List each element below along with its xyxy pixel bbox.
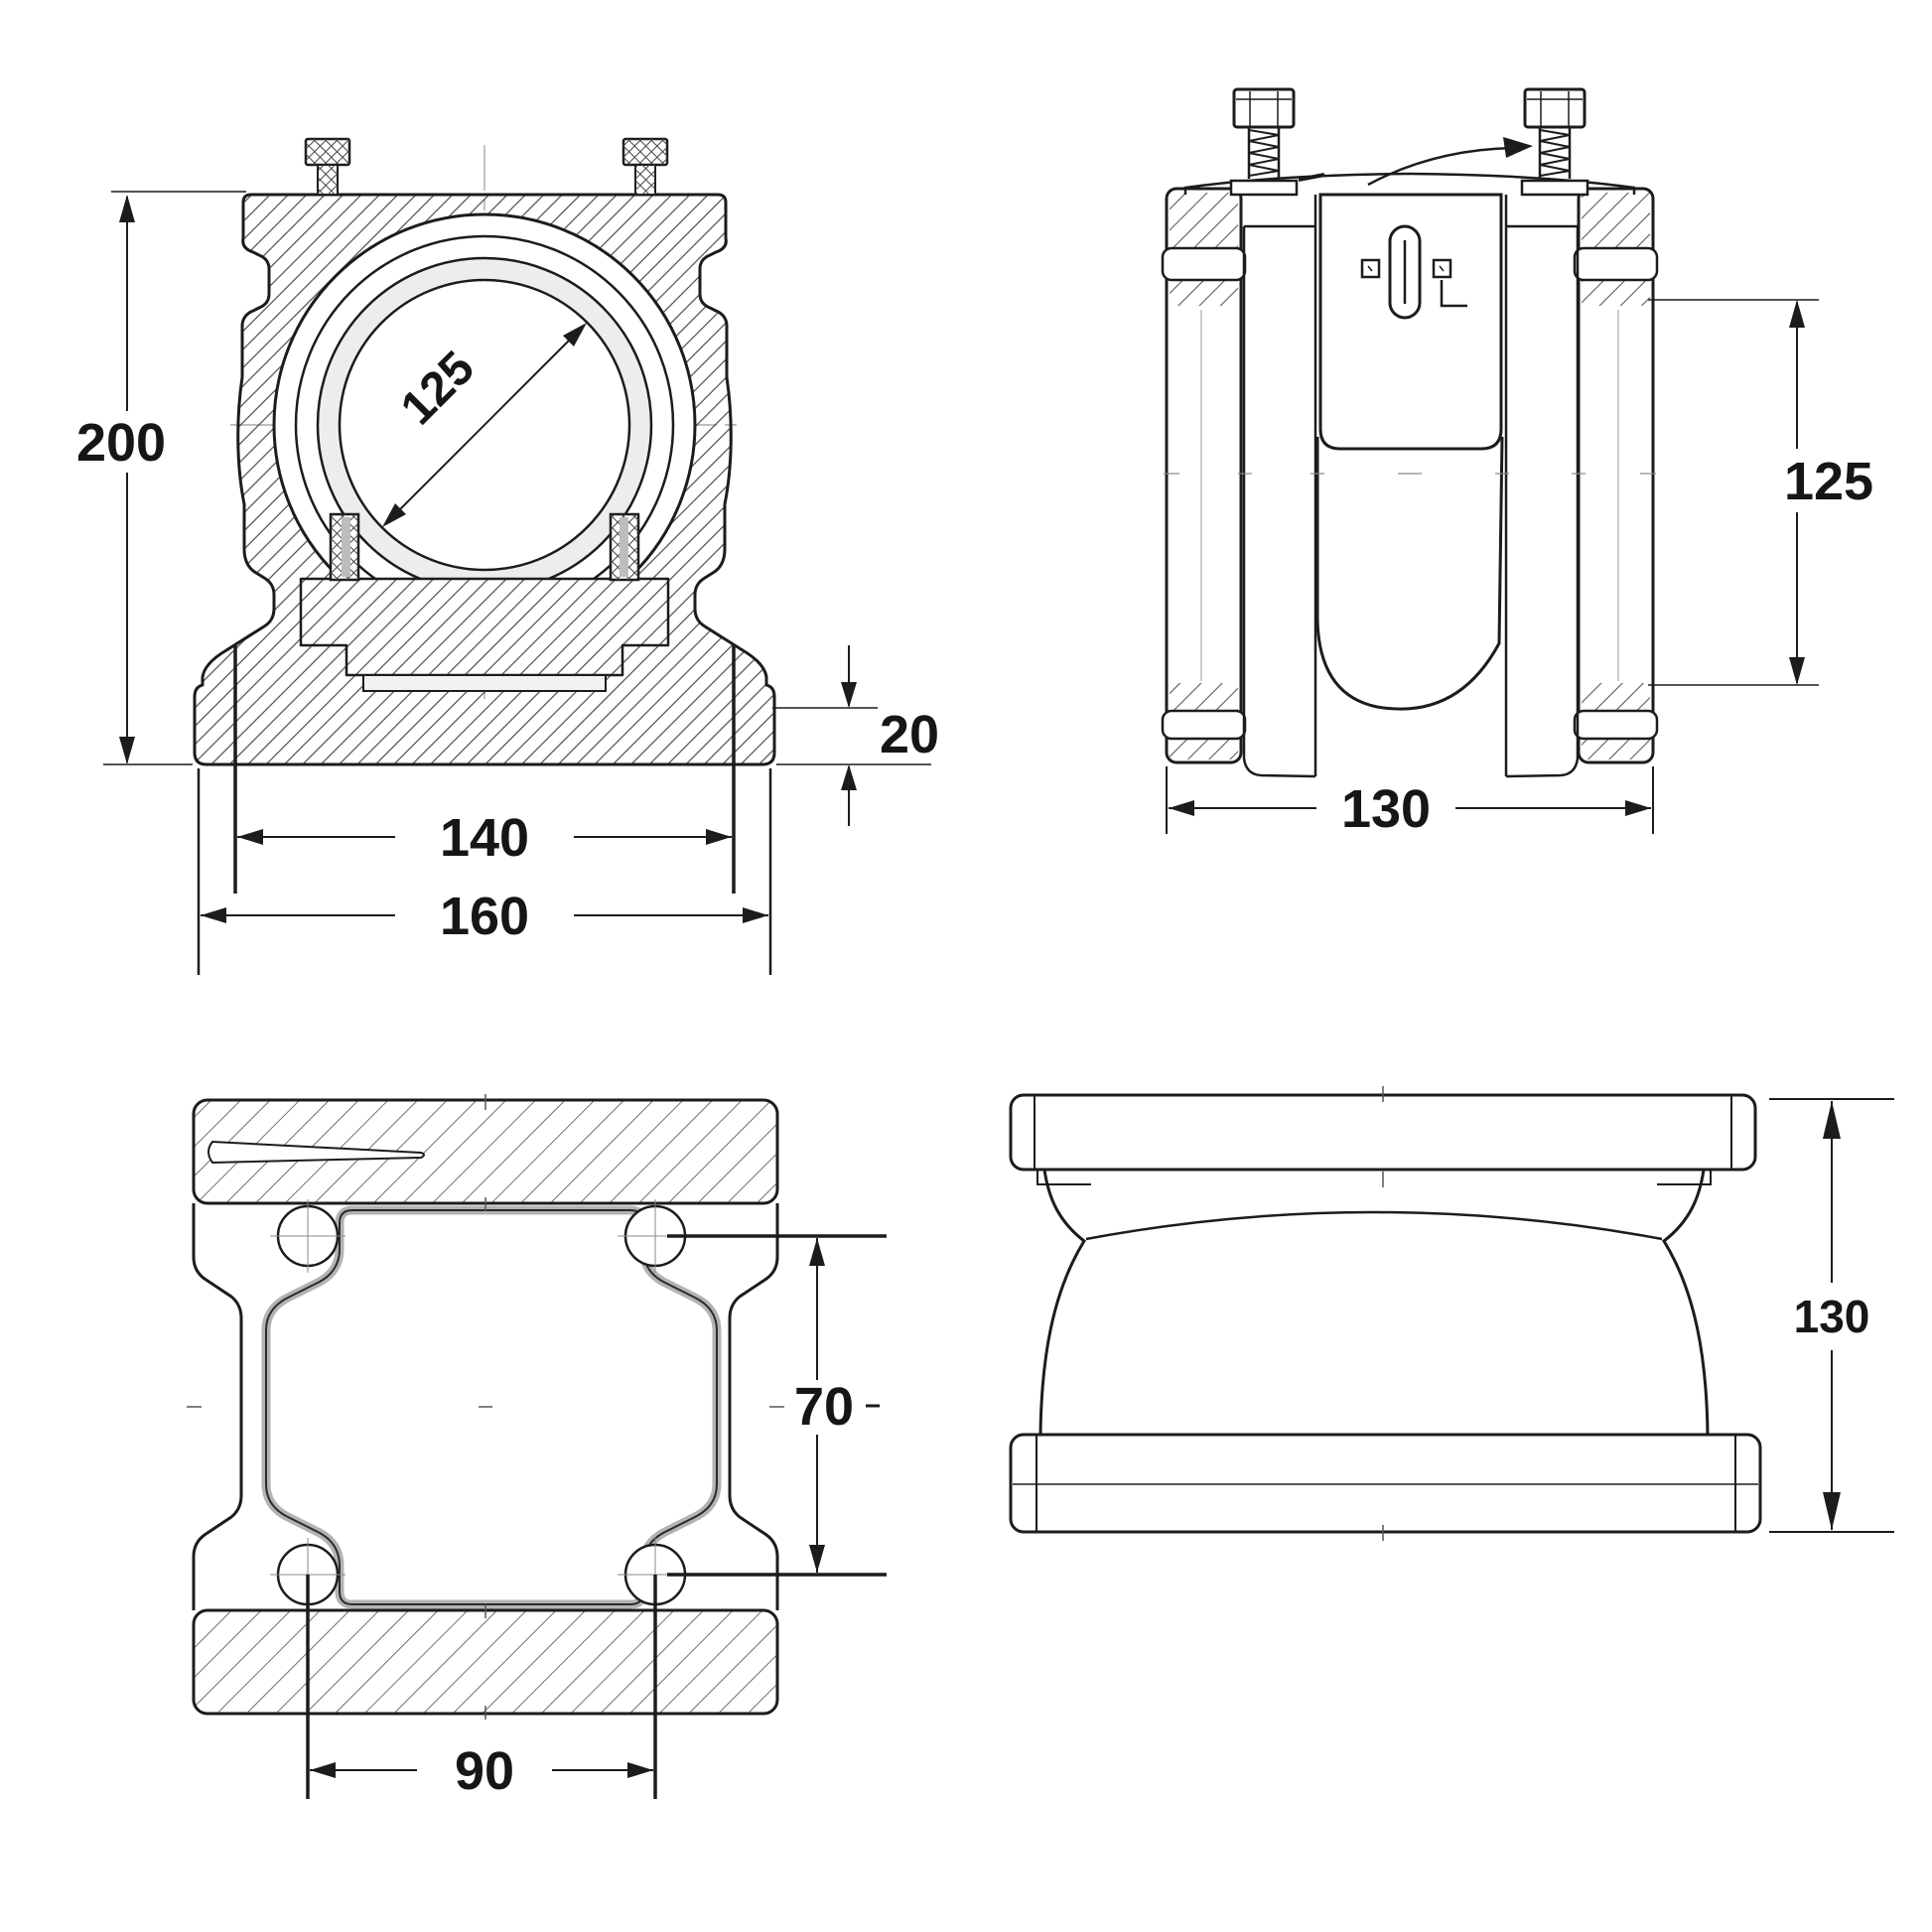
side-elevation-view: 130 — [1009, 1086, 1894, 1541]
clamp-legs — [1242, 195, 1580, 778]
arrowhead-lower-left — [382, 503, 406, 527]
dim-label-200: 200 — [76, 413, 166, 473]
center-ticks — [187, 1094, 784, 1720]
liner-edge — [265, 1209, 718, 1605]
arrowhead-down — [119, 737, 135, 764]
flange-notch — [1161, 246, 1247, 282]
cap-pin-right — [609, 512, 640, 582]
arrowhead-down — [809, 1545, 825, 1573]
barrel-left-edge — [1038, 1169, 1086, 1436]
arrowhead-left — [201, 907, 226, 923]
arrowhead-up — [1823, 1101, 1841, 1139]
dim-elevation-height-130: 130 — [1769, 1098, 1894, 1533]
arrowhead — [1503, 137, 1533, 158]
dim-base-thickness-20: 20 — [772, 645, 939, 826]
dim-hole-spacing-70: 70 — [667, 1234, 887, 1577]
plan-view: 70 90 — [187, 1094, 887, 1801]
dim-label-160: 160 — [440, 887, 529, 946]
dim-overall-height-200: 200 — [76, 191, 246, 765]
dim-bore-height-125: 125 — [1648, 299, 1873, 686]
right-flange — [1573, 187, 1659, 764]
center-tongue — [1315, 436, 1504, 711]
dim-label-130-elevation: 130 — [1794, 1291, 1870, 1342]
hex-bolt-right — [1520, 87, 1589, 197]
cap-base-plate — [362, 674, 607, 692]
grease-slot — [207, 1140, 425, 1165]
arrowhead-up — [1789, 300, 1805, 328]
flange-notch — [1161, 709, 1247, 741]
dim-hole-spacing-90: 90 — [306, 1575, 657, 1801]
arrowhead-upper-right — [563, 323, 587, 346]
dim-bolt-spacing-140: 140 — [233, 645, 736, 894]
top-flange — [1009, 1093, 1757, 1172]
left-step-notch — [1036, 1170, 1091, 1185]
arrowhead-up — [119, 195, 135, 222]
arrowhead-down — [1823, 1492, 1841, 1530]
dim-label-130-side: 130 — [1341, 779, 1431, 839]
right-step-notch — [1657, 1170, 1712, 1185]
arrowhead-right — [743, 907, 768, 923]
center-face-plate — [1318, 193, 1503, 451]
thread-zigzag — [1539, 129, 1571, 177]
arrowhead-up — [841, 764, 857, 790]
arrowhead-right — [706, 829, 732, 845]
set-screw-right — [621, 137, 669, 196]
arrowhead-down — [1789, 657, 1805, 685]
arrowhead-left — [1169, 800, 1194, 816]
bolt-holes — [270, 1199, 693, 1611]
bottom-flange — [1009, 1433, 1762, 1534]
wire-detail — [1440, 280, 1467, 308]
arrowhead-right — [627, 1762, 653, 1778]
dim-label-70: 70 — [794, 1377, 854, 1437]
thread-zigzag — [1248, 129, 1280, 177]
arrowhead-up — [809, 1238, 825, 1266]
barrel-right-edge — [1662, 1169, 1710, 1436]
body-outline-right — [728, 1203, 779, 1610]
arrowhead-left — [237, 829, 263, 845]
dim-label-125-side: 125 — [1784, 452, 1873, 511]
dim-base-width-160: 160 — [197, 768, 772, 975]
body-outline-left — [192, 1203, 243, 1610]
parting-mark — [1298, 173, 1325, 182]
arrowhead-right — [1625, 800, 1651, 816]
bearing-cap — [299, 577, 670, 677]
set-screw-left — [304, 137, 351, 196]
dim-label-90: 90 — [455, 1741, 514, 1801]
left-flange — [1161, 187, 1247, 764]
arrowhead-left — [310, 1762, 336, 1778]
bore-circle — [338, 278, 631, 572]
cap-pin-left — [329, 512, 360, 582]
flange-notch — [1573, 246, 1659, 282]
dim-label-140: 140 — [440, 808, 529, 868]
front-section-view: 200 125 20 140 — [76, 137, 939, 975]
side-section-view: 125 130 — [1161, 87, 1873, 839]
bottom-flange-band — [192, 1608, 779, 1716]
arrowhead-down — [841, 682, 857, 708]
dim-overall-width-130: 130 — [1166, 766, 1654, 839]
dim-label-20: 20 — [880, 705, 939, 764]
leader-arrow — [1367, 137, 1533, 187]
hex-bolt-left — [1229, 87, 1299, 197]
flange-notch — [1573, 709, 1659, 741]
saddle-arc — [1085, 1210, 1663, 1241]
